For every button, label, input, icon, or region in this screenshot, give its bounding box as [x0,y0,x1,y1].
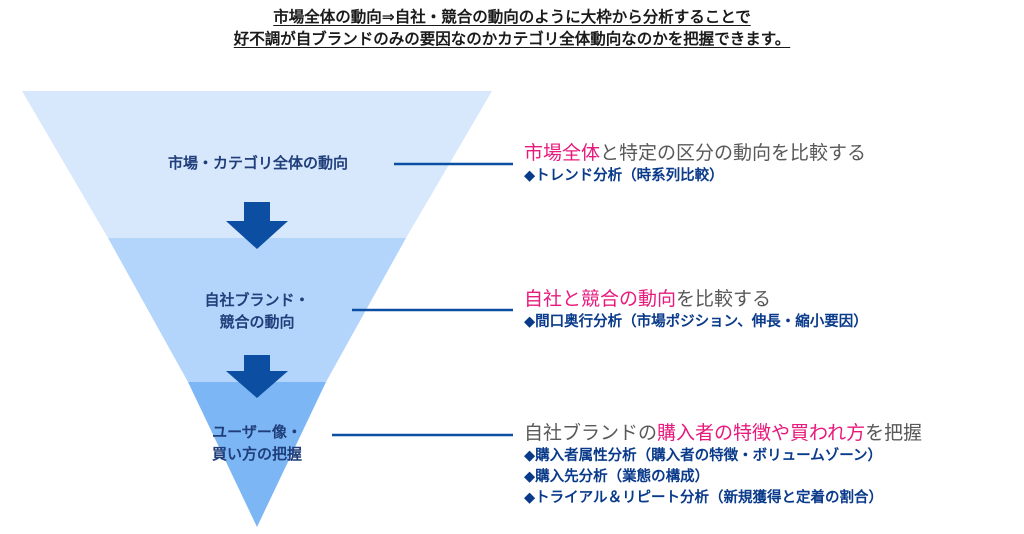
description-heading: 市場全体と特定の区分の動向を比較する [524,140,866,166]
funnel-layer-market [22,91,492,238]
layer-label-line: 市場・カテゴリ全体の動向 [167,154,348,172]
bullet-item: ◆購入者属性分析（購入者の特徴・ボリュームゾーン） [524,448,882,464]
description-highlight: 市場全体 [524,142,601,164]
down-arrow-icon [226,355,288,398]
layer-label-brand: 自社ブランド・ 競合の動向 [140,289,374,333]
description-heading: 自社ブランドの購入者の特徴や買われ方を把握 [524,420,922,446]
description-text: と特定の区分の動向を比較する [600,142,867,164]
down-arrow-icon [226,202,288,249]
header-caption: 市場全体の動向⇒自社・競合の動向のように大枠から分析することで 好不調が自ブラン… [0,6,1024,50]
bullet-item: ◆購入先分析（業態の構成） [524,469,710,485]
layer-label-line: ユーザー像・ [212,423,302,441]
description-text: 自社ブランドの [524,422,658,444]
bullet-item: ◆間口奥行分析（市場ポジション、伸長・縮小要因） [524,314,868,330]
layer-label-line: 自社ブランド・ [204,291,310,309]
bullet-item: ◆トレンド分析（時系列比較） [524,168,724,184]
description-brand: 自社と競合の動向を比較する ◆間口奥行分析（市場ポジション、伸長・縮小要因） [524,286,868,333]
layer-label-line: 競合の動向 [219,313,295,331]
description-heading: 自社と競合の動向を比較する [524,286,868,312]
bullet-item: ◆トライアル＆リピート分析（新規獲得と定着の割合） [524,490,884,506]
description-text: を把握 [865,422,923,444]
description-highlight: 自社と競合の動向 [524,288,677,310]
funnel-layer-brand [108,238,406,382]
header-line-2: 好不調が自ブランドのみの要因なのかカテゴリ全体動向なのかを把握できます。 [233,30,791,48]
header-line-1: 市場全体の動向⇒自社・競合の動向のように大枠から分析することで [273,8,751,26]
layer-label-market: 市場・カテゴリ全体の動向 [110,152,406,174]
funnel-layer-user [188,382,326,527]
layer-label-user: ユーザー像・ 買い方の把握 [160,421,354,465]
description-user: 自社ブランドの購入者の特徴や買われ方を把握 ◆購入者属性分析（購入者の特徴・ボリ… [524,420,922,509]
layer-label-line: 買い方の把握 [211,445,302,463]
description-highlight: 購入者の特徴や買われ方 [657,422,866,444]
description-market: 市場全体と特定の区分の動向を比較する ◆トレンド分析（時系列比較） [524,140,866,187]
description-text: を比較する [676,288,772,310]
